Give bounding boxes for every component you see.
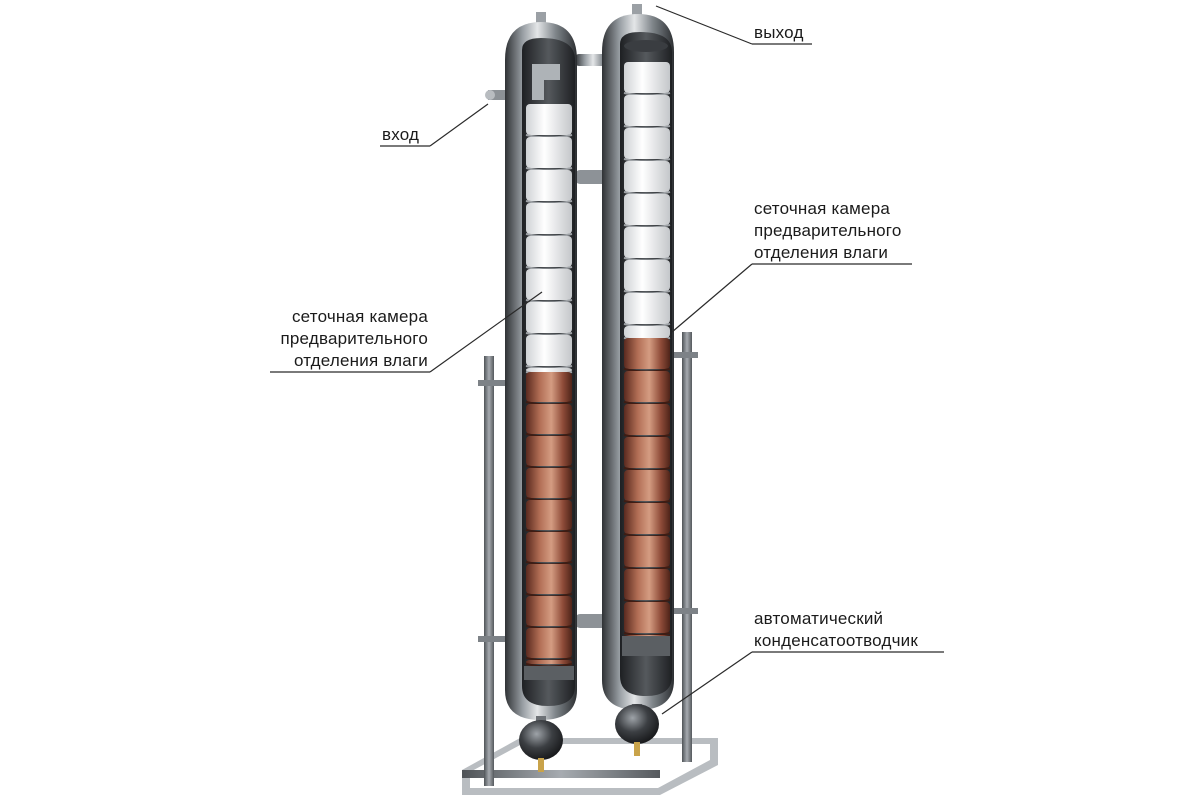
column-left — [485, 12, 577, 720]
copper-left-segment — [526, 532, 572, 562]
mesh-right-segment — [624, 326, 670, 338]
mesh-right-segment — [624, 128, 670, 159]
callout-mesh-right-line-3: отделения влаги — [754, 243, 889, 262]
copper-right-segment — [624, 569, 670, 600]
mesh-left-segment — [526, 368, 572, 372]
copper-right-segment — [624, 635, 670, 636]
callout-inlet-text: вход — [382, 125, 420, 144]
copper-left-segment — [526, 660, 572, 664]
leader-lines — [270, 5, 944, 715]
copper-right-segment — [624, 470, 670, 501]
column-right — [602, 4, 674, 710]
copper-right-segment — [624, 437, 670, 468]
copper-left-segment — [526, 596, 572, 626]
mesh-left-segment — [526, 269, 572, 300]
mesh-left-segment — [526, 302, 572, 333]
callout-mesh-chamber-left: сеточная камера предварительного отделен… — [262, 306, 428, 372]
mesh-right-segment — [624, 194, 670, 225]
copper-right-segment — [624, 404, 670, 435]
mesh-right-segment — [624, 161, 670, 192]
callout-mesh-left-line-3: отделения влаги — [293, 351, 428, 370]
copper-right-segment — [624, 602, 670, 633]
callout-mesh-left-line-1: сеточная камера — [291, 307, 428, 326]
callout-mesh-right-line-1: сеточная камера — [754, 199, 891, 218]
callout-mesh-left-line-2: предварительного — [280, 329, 428, 348]
callout-outlet: выход — [754, 22, 804, 44]
mesh-left-segment — [526, 104, 572, 135]
copper-left-segment — [526, 564, 572, 594]
mesh-right-segment — [624, 95, 670, 126]
mesh-right-segment — [624, 260, 670, 291]
copper-right-segment — [624, 503, 670, 534]
callout-drain-line-2: конденсатоотводчик — [754, 631, 918, 650]
copper-left-segment — [526, 404, 572, 434]
copper-right-segment — [624, 371, 670, 402]
mesh-right-segment — [624, 62, 670, 93]
callout-condensate-drain: автоматический конденсатоотводчик — [754, 608, 918, 652]
mesh-right-segment — [624, 227, 670, 258]
mesh-left-segment — [526, 170, 572, 201]
callout-mesh-right-line-2: предварительного — [754, 221, 902, 240]
copper-right-segment — [624, 536, 670, 567]
copper-left-segment — [526, 628, 572, 658]
mesh-left-segment — [526, 137, 572, 168]
float-drain-icon — [519, 704, 659, 772]
copper-left-segment — [526, 436, 572, 466]
copper-left-segment — [526, 468, 572, 498]
callout-mesh-chamber-right: сеточная камера предварительного отделен… — [754, 198, 902, 264]
mesh-left-segment — [526, 203, 572, 234]
mesh-right-segment — [624, 293, 670, 324]
callout-outlet-text: выход — [754, 23, 804, 42]
callout-inlet: вход — [382, 124, 419, 146]
copper-right-segment — [624, 338, 670, 369]
callout-drain-line-1: автоматический — [754, 609, 884, 628]
mesh-left-segment — [526, 236, 572, 267]
copper-left-segment — [526, 372, 572, 402]
copper-left-segment — [526, 500, 572, 530]
support-frame-icon — [462, 332, 718, 795]
mesh-left-segment — [526, 335, 572, 366]
